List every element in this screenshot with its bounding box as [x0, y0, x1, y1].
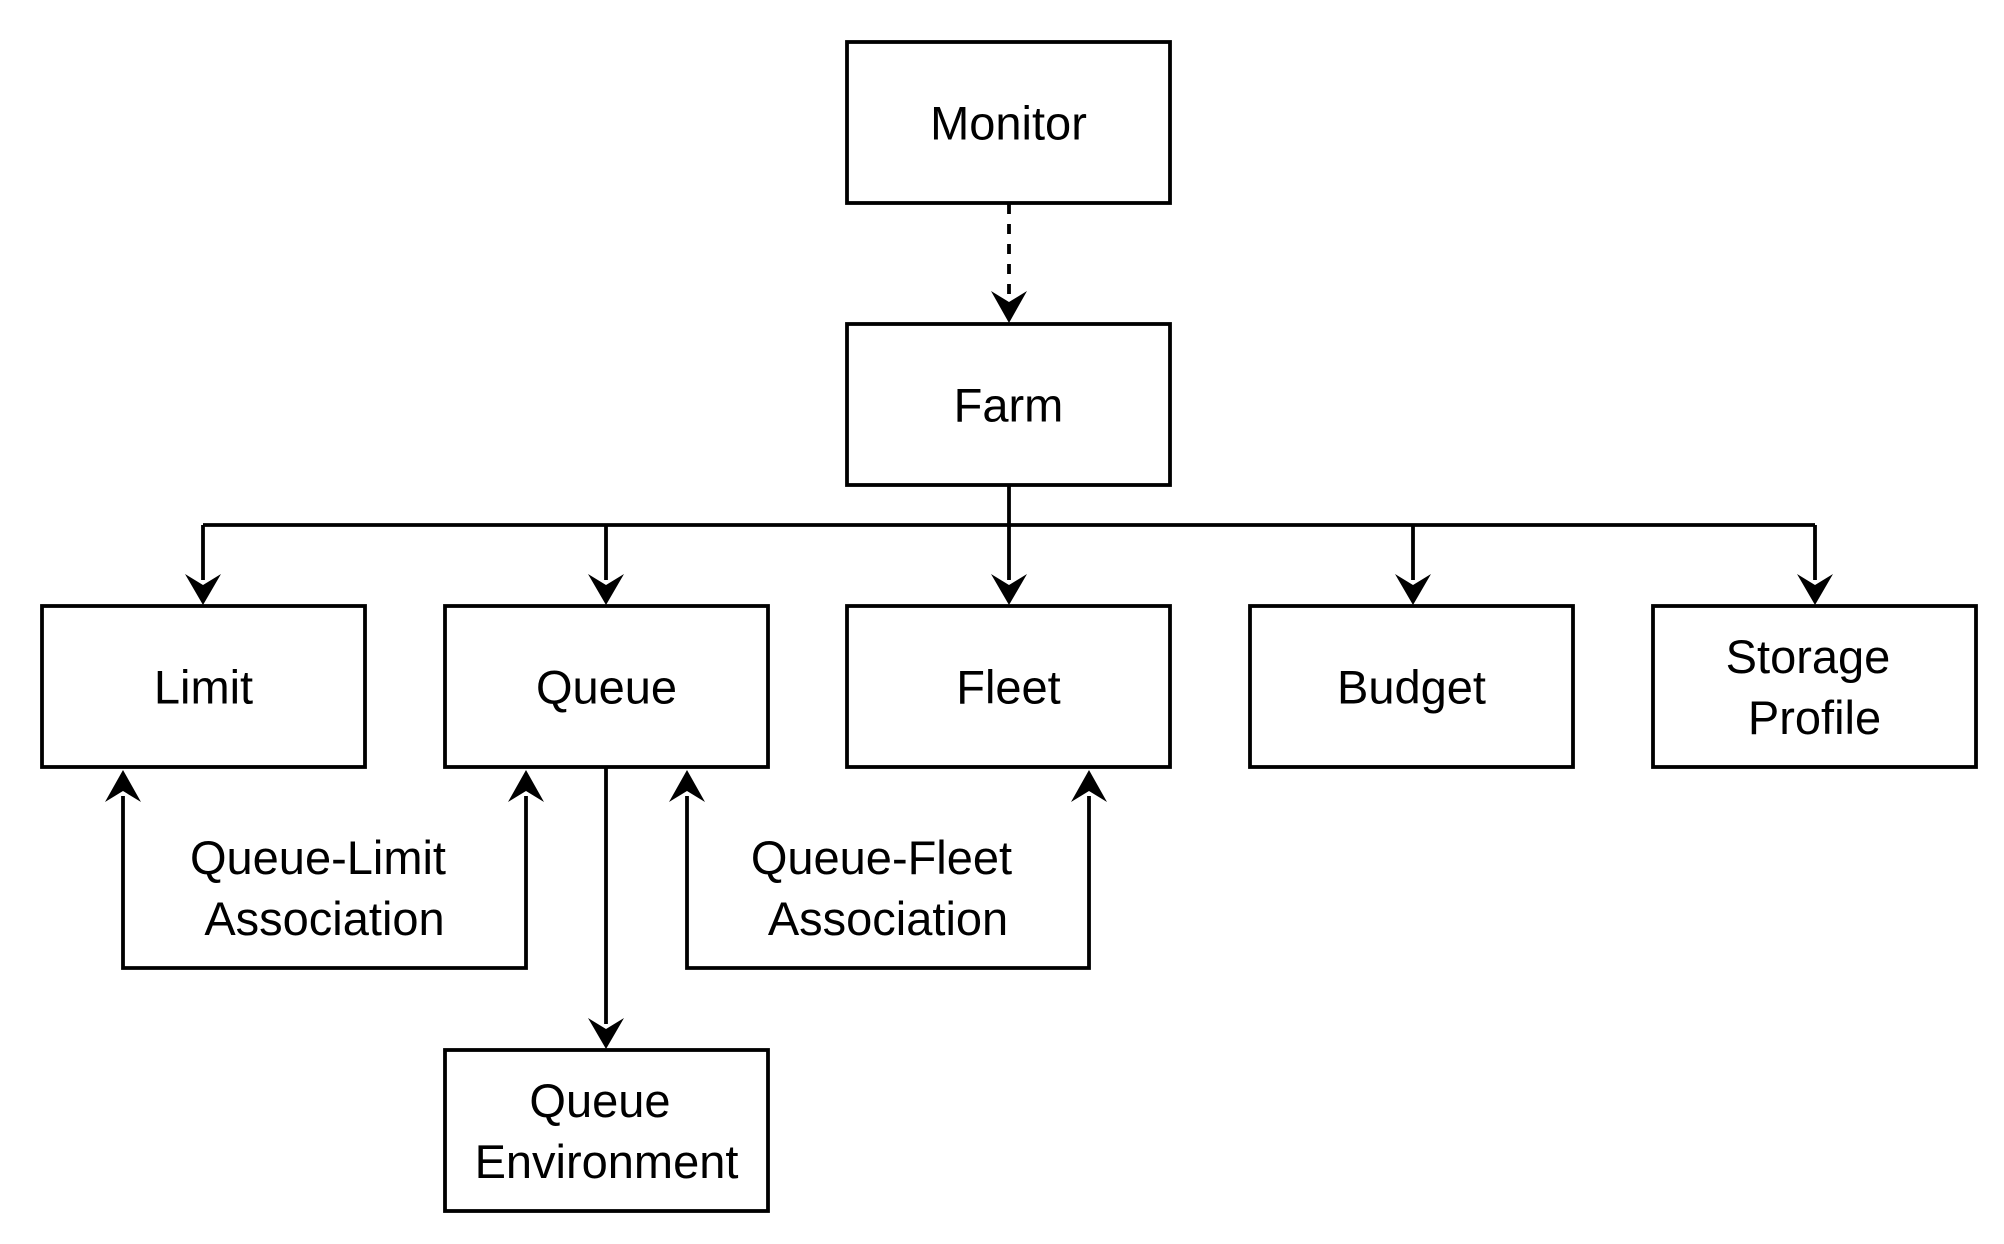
queue-node[interactable]: Queue: [443, 604, 770, 769]
budget-label: Budget: [1337, 660, 1486, 713]
arrowhead-queue-environment: [588, 1018, 624, 1049]
edges: [105, 204, 1833, 1049]
fleet-node[interactable]: Fleet: [845, 604, 1172, 769]
arrowhead-queue-limit-to-queue: [508, 770, 544, 802]
limit-node[interactable]: Limit: [40, 604, 367, 769]
monitor-label: Monitor: [930, 96, 1087, 149]
nodes: Monitor Farm Limit Queue Fleet: [40, 40, 1978, 1213]
edge-queue-limit-association: [121, 796, 528, 970]
arrowhead-limit: [185, 574, 221, 605]
monitor-node[interactable]: Monitor: [845, 40, 1172, 205]
arrowhead-queue-limit-to-limit: [105, 770, 141, 802]
arrowhead-queue-fleet-to-queue: [669, 770, 705, 802]
budget-box: [1248, 604, 1575, 769]
arrowhead-farm: [991, 291, 1027, 323]
queue-environment-label: Queue Environment: [475, 1074, 739, 1188]
farm-label: Farm: [954, 378, 1064, 431]
storage-profile-box: [1651, 604, 1978, 769]
farm-box: [845, 322, 1172, 487]
budget-node[interactable]: Budget: [1248, 604, 1575, 769]
arrowhead-budget: [1395, 574, 1431, 605]
storage-profile-label: Storage Profile: [1726, 630, 1904, 744]
fleet-label: Fleet: [956, 660, 1061, 713]
fleet-box: [845, 604, 1172, 769]
queue-fleet-association-label: Queue-Fleet Association: [751, 831, 1025, 945]
queue-label: Queue: [536, 660, 677, 713]
arrowhead-queue-fleet-to-fleet: [1071, 770, 1107, 802]
association-labels: Queue-Limit Association Queue-Fleet Asso…: [190, 831, 1025, 945]
arrowhead-fleet: [991, 574, 1027, 605]
storage-profile-node[interactable]: Storage Profile: [1651, 604, 1978, 769]
queue-environment-box: [443, 1048, 770, 1213]
queue-limit-association-label: Queue-Limit Association: [190, 831, 459, 945]
queue-environment-node[interactable]: Queue Environment: [443, 1048, 770, 1213]
queue-box: [443, 604, 770, 769]
farm-node[interactable]: Farm: [845, 322, 1172, 487]
limit-label: Limit: [154, 660, 253, 713]
monitor-box: [845, 40, 1172, 205]
limit-box: [40, 604, 367, 769]
edge-queue-fleet-association: [685, 796, 1091, 970]
arrowhead-queue: [588, 574, 624, 605]
arrowhead-storage-profile: [1797, 574, 1833, 605]
